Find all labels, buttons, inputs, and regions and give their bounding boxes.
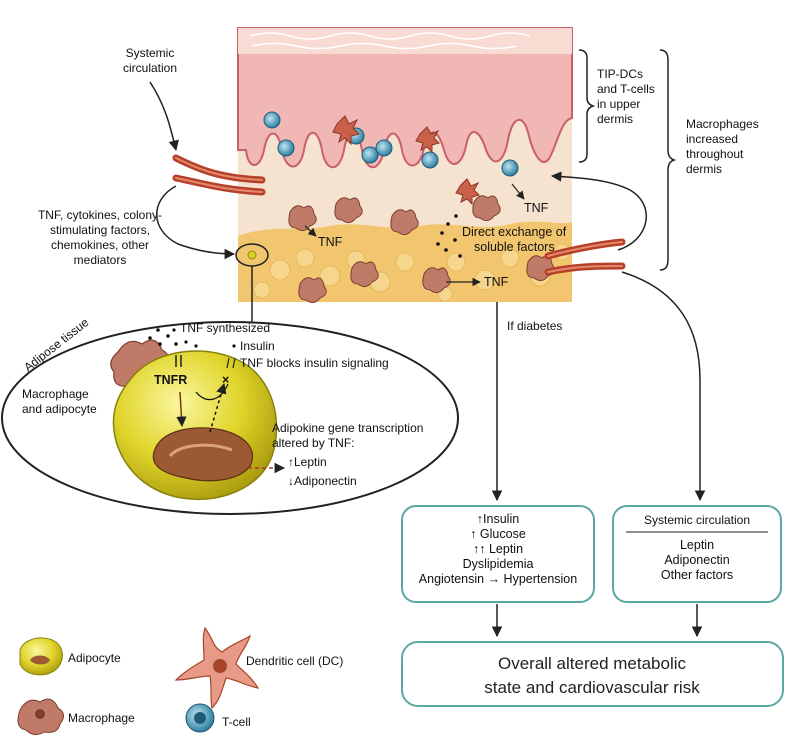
direct-exchange-label-2: soluble factors: [474, 240, 555, 254]
outcome-line-1: Overall altered metabolic: [498, 654, 687, 673]
tip-dcs-label-4: dermis: [597, 112, 633, 126]
macrophages-bracket: [660, 50, 674, 270]
legend-macrophage-label: Macrophage: [68, 711, 135, 725]
tnf-blocks-label: TNF blocks insulin signaling: [240, 356, 389, 370]
systemic-item-1: Adiponectin: [664, 553, 729, 567]
tnf-cytokines-label-1: TNF, cytokines, colony-: [38, 208, 162, 222]
diabetes-item-4: Angiotensin → Hypertension: [419, 572, 577, 586]
diabetes-item-1: ↑ Glucose: [470, 527, 526, 541]
tnf-label-dermis: TNF: [318, 235, 343, 249]
diabetes-item-2: ↑↑ Leptin: [473, 542, 523, 556]
adipokine-label-1: Adipokine gene transcription: [272, 421, 423, 435]
systemic-circulation-label-1: Systemic: [126, 46, 175, 60]
leptin-label: ↑Leptin: [288, 455, 327, 469]
adiponectin-label: ↓Adiponectin: [288, 474, 357, 488]
tip-dcs-label-2: and T-cells: [597, 82, 655, 96]
systemic-circulation-label-2: circulation: [123, 61, 177, 75]
tip-dcs-label-3: in upper: [597, 97, 640, 111]
direct-exchange-label-1: Direct exchange of: [462, 225, 567, 239]
vessel-to-adipose-arrow: [157, 186, 234, 254]
tnf-label-upper: TNF: [524, 201, 549, 215]
adipose-focus-cell: [248, 251, 256, 259]
legend-adipocyte-label: Adipocyte: [68, 651, 121, 665]
block-x-mark: ×: [222, 373, 229, 387]
legend-tcell-nucleus: [194, 712, 206, 724]
systemic-item-2: Other factors: [661, 568, 733, 582]
diabetes-item-0: ↑Insulin: [477, 512, 519, 526]
tnf-synthesized-label: TNF synthesized: [180, 321, 270, 335]
adipokine-label-2: altered by TNF:: [272, 436, 354, 450]
macrophages-label-4: dermis: [686, 162, 722, 176]
macrophages-label-2: increased: [686, 132, 738, 146]
outcome-line-2: state and cardiovascular risk: [484, 678, 700, 697]
macrophages-label-1: Macrophages: [686, 117, 759, 131]
tip-dcs-bracket: [579, 50, 593, 162]
if-diabetes-label: If diabetes: [507, 319, 562, 333]
systemic-box-title: Systemic circulation: [644, 513, 750, 527]
tip-dcs-label-1: TIP-DCs: [597, 67, 643, 81]
legend: Adipocyte Macrophage Dendritic cell (DC)…: [18, 628, 343, 735]
diabetes-item-3: Dyslipidemia: [463, 557, 534, 571]
macrophages-label-3: throughout: [686, 147, 744, 161]
macrophage-adipocyte-label-2: and adipocyte: [22, 402, 97, 416]
insulin-label: Insulin: [240, 339, 275, 353]
tnf-cytokines-label-2: stimulating factors,: [50, 223, 150, 237]
adipocyte-nucleus: [153, 428, 252, 481]
legend-dendritic-nucleus: [213, 659, 227, 673]
tnf-label-fat: TNF: [484, 275, 509, 289]
systemic-item-0: Leptin: [680, 538, 714, 552]
stratum-corneum: [238, 28, 572, 54]
legend-macrophage-nucleus: [35, 709, 45, 719]
legend-tcell-label: T-cell: [222, 715, 251, 729]
tnf-cytokines-label-4: mediators: [74, 253, 127, 267]
vessel-to-systemic-arrow: [622, 272, 700, 500]
tnfr-label: TNFR: [154, 373, 187, 387]
legend-dendritic-cell-label: Dendritic cell (DC): [246, 654, 343, 668]
systemic-to-vessel-arrow: [150, 82, 176, 150]
skin-section: [238, 28, 572, 302]
macrophage-adipocyte-label-1: Macrophage: [22, 387, 89, 401]
insulin-dot: [232, 344, 235, 347]
tnf-cytokines-label-3: chemokines, other: [51, 238, 149, 252]
